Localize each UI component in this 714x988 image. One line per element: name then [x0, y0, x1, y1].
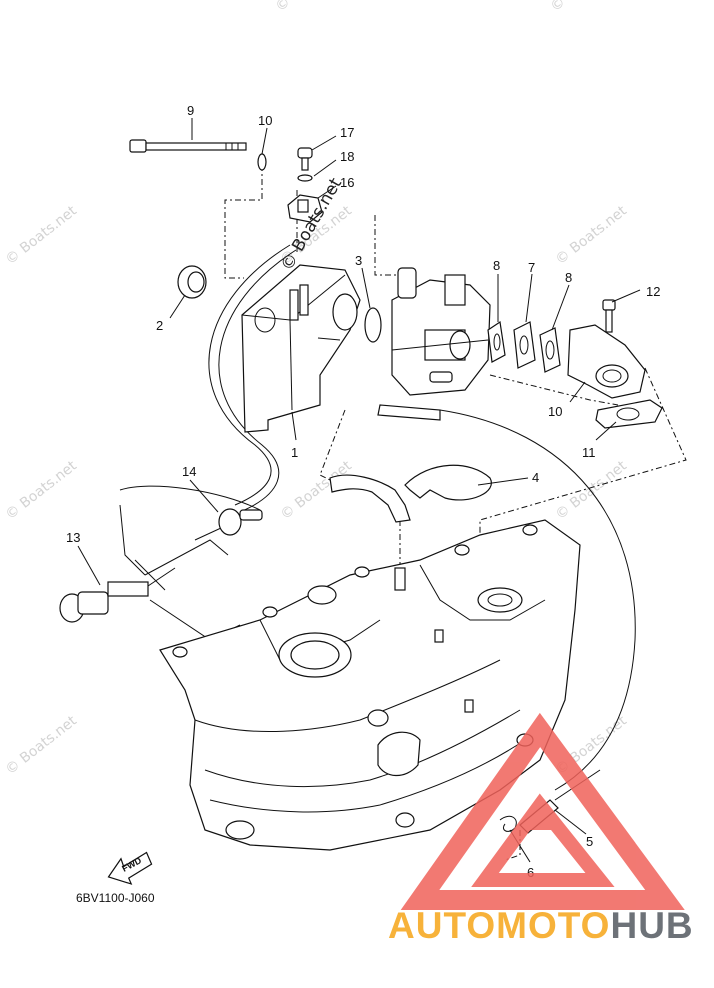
choke-knob-part-14: [59, 567, 176, 623]
callout-15: 14: [182, 464, 196, 479]
gasket-part-12: [595, 399, 663, 429]
bracket-part-16: [287, 194, 323, 223]
watermark: © Boats.net: [3, 458, 81, 524]
callout-7: 7: [528, 260, 535, 275]
washer-part-18: [297, 174, 313, 182]
callout-1: 1: [291, 445, 298, 460]
automotohub-logo: [400, 712, 685, 910]
watermark: © Boats.net: [3, 713, 81, 779]
brand-part2: HUB: [610, 905, 693, 946]
callout-leaders: [77, 118, 641, 863]
hose-part-4: [329, 464, 492, 523]
callout-8-left: 8: [493, 258, 500, 273]
brand-wordmark: AUTOMOTOHUB: [388, 905, 694, 946]
callout-8-right: 8: [565, 270, 572, 285]
bottom-cowling-outline: [119, 485, 261, 641]
manifold-part-11: [567, 324, 646, 399]
callout-9: 9: [187, 103, 194, 118]
callout-3: 3: [355, 253, 362, 268]
insulator-part-7: [513, 321, 536, 369]
watermark: © Boats.net: [273, 0, 351, 15]
oring-part-3: [364, 307, 382, 343]
short-hose: [377, 404, 441, 421]
callout-10: 10: [258, 113, 272, 128]
logo-triangle-inner: [471, 793, 615, 887]
screw-part-17: [297, 147, 313, 171]
gasket-part-8b: [539, 327, 561, 373]
washer-part-10: [257, 153, 267, 171]
silencer-part-1: [241, 264, 361, 433]
watermark: © Boats.net: [278, 458, 356, 524]
watermark: © Boats.net: [553, 458, 631, 524]
assembly-guide-lines: [224, 165, 687, 861]
cable-joint-part-15: [194, 508, 263, 541]
callout-17: 17: [340, 125, 354, 140]
bolt-part-9: [129, 139, 247, 153]
callouts: 9 10 17 18 16 3 8 7 8 12 2 10 1 11 14 4 …: [66, 103, 660, 880]
drawing-code: 6BV1100-J060: [76, 891, 155, 905]
callout-18: 18: [340, 149, 354, 164]
callout-13: 12: [646, 284, 660, 299]
callout-6: 6: [527, 865, 534, 880]
hose-loop: [208, 244, 636, 791]
callout-12: 11: [582, 445, 596, 460]
callout-5: 5: [586, 834, 593, 849]
callout-14: 13: [66, 530, 80, 545]
carburetor: [391, 267, 491, 396]
watermark: © Boats.net: [548, 0, 626, 15]
callout-16: 16: [340, 175, 354, 190]
callout-4: 4: [532, 470, 539, 485]
logo-triangle-outer: [400, 712, 685, 910]
callout-11: 10: [548, 404, 562, 419]
logo-triangle-core: [520, 800, 560, 830]
gasket-part-8a: [487, 320, 506, 363]
callout-2: 2: [156, 318, 163, 333]
grommet-part-2: [177, 265, 207, 299]
brand-part1: AUTOMOTO: [388, 905, 610, 946]
bolt-part-13: [602, 299, 616, 333]
fwd-arrow-icon: FWD: [107, 851, 153, 885]
engine-block: [159, 519, 581, 851]
watermark: © Boats.net: [3, 203, 81, 269]
watermark: © Boats.net: [553, 203, 631, 269]
